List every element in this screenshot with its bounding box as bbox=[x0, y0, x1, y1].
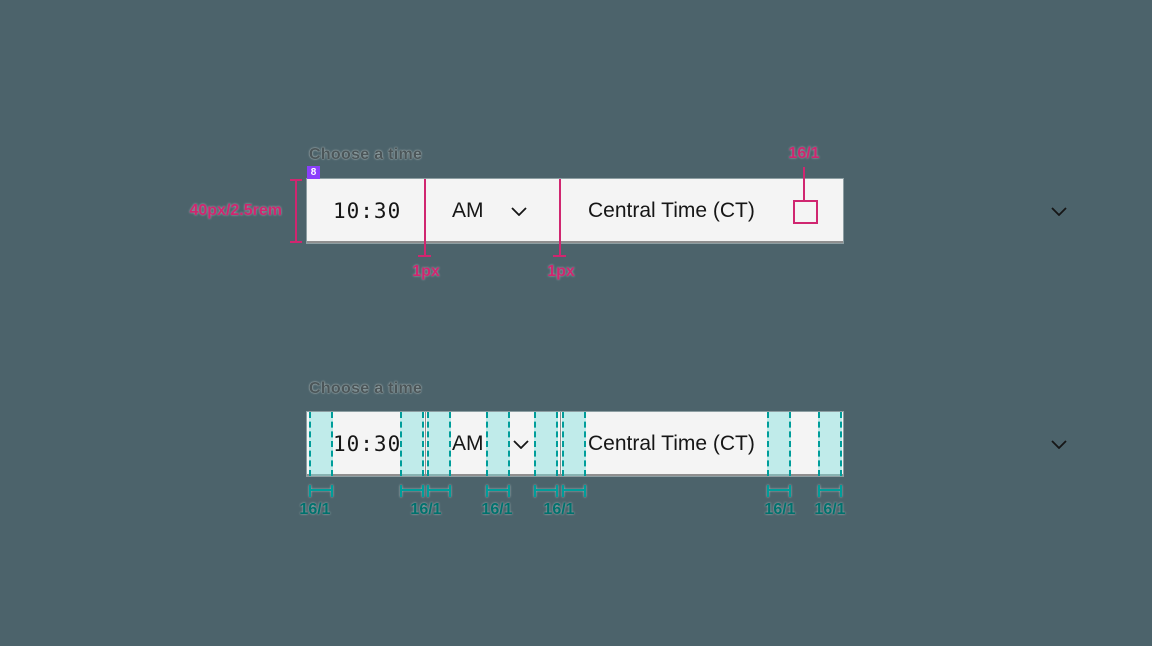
spacing-label: 16/1 bbox=[299, 501, 331, 518]
divider-annotation-line bbox=[559, 179, 561, 257]
spacing-highlight bbox=[767, 412, 791, 476]
divider-annotation-foot bbox=[553, 255, 566, 257]
timezone-select[interactable]: Central Time (CT) bbox=[561, 412, 1067, 476]
timezone-value: Central Time (CT) bbox=[588, 432, 755, 455]
timezone-select[interactable]: Central Time (CT) bbox=[561, 179, 1067, 243]
spacing-highlight bbox=[534, 412, 558, 476]
spacing-label: 16/1 bbox=[410, 501, 442, 518]
icon-spacing-label: 16/1 bbox=[788, 145, 820, 162]
spacing-highlight bbox=[309, 412, 333, 476]
time-input[interactable]: 10:30 bbox=[307, 412, 425, 476]
ampm-value: AM bbox=[452, 199, 484, 222]
chevron-down-icon bbox=[1051, 440, 1067, 449]
height-bracket bbox=[290, 179, 302, 243]
spacing-highlight bbox=[427, 412, 451, 476]
spacing-ibeam bbox=[767, 485, 791, 497]
chevron-down-icon bbox=[513, 440, 529, 449]
spacing-ibeam bbox=[818, 485, 842, 497]
spacing-label: 16/1 bbox=[814, 501, 846, 518]
spacing-ibeam bbox=[427, 485, 451, 497]
time-value: 10:30 bbox=[333, 199, 402, 223]
segment-divider bbox=[560, 412, 561, 476]
time-picker-label: Choose a time bbox=[309, 380, 423, 397]
timezone-value: Central Time (CT) bbox=[588, 199, 755, 222]
ampm-select[interactable]: AM bbox=[426, 179, 560, 243]
chevron-down-icon bbox=[1051, 207, 1067, 216]
spacing-ibeam bbox=[486, 485, 510, 497]
spacing-ibeam bbox=[309, 485, 333, 497]
segment-divider bbox=[425, 412, 426, 476]
ampm-select[interactable]: AM bbox=[426, 412, 560, 476]
height-annotation-label: 40px/2.5rem bbox=[189, 202, 282, 219]
icon-annotation-connector bbox=[803, 167, 805, 201]
spacing-highlight bbox=[818, 412, 842, 476]
divider-annotation-line bbox=[424, 179, 426, 257]
time-value: 10:30 bbox=[333, 432, 402, 456]
spacing-ibeam bbox=[400, 485, 424, 497]
time-picker-field: 10:30 AM Central Time (CT) bbox=[307, 412, 1067, 476]
spacing-label: 16/1 bbox=[764, 501, 796, 518]
spacing-ibeam bbox=[562, 485, 586, 497]
divider-annotation-foot bbox=[418, 255, 431, 257]
annotation-badge: 8 bbox=[307, 166, 320, 179]
spacing-ibeam bbox=[534, 485, 558, 497]
spacing-label: 16/1 bbox=[543, 501, 575, 518]
ampm-value: AM bbox=[452, 432, 484, 455]
divider-width-label: 1px bbox=[412, 263, 440, 280]
time-picker-label: Choose a time bbox=[309, 146, 423, 163]
spacing-highlight bbox=[400, 412, 424, 476]
divider-width-label: 1px bbox=[547, 263, 575, 280]
spacing-highlight bbox=[562, 412, 586, 476]
time-picker-field: 10:30 AM Central Time (CT) bbox=[307, 179, 1067, 243]
spacing-label: 16/1 bbox=[481, 501, 513, 518]
chevron-down-icon bbox=[511, 207, 527, 216]
time-input[interactable]: 10:30 bbox=[307, 179, 425, 243]
icon-annotation-box bbox=[793, 200, 818, 224]
spacing-highlight bbox=[486, 412, 510, 476]
